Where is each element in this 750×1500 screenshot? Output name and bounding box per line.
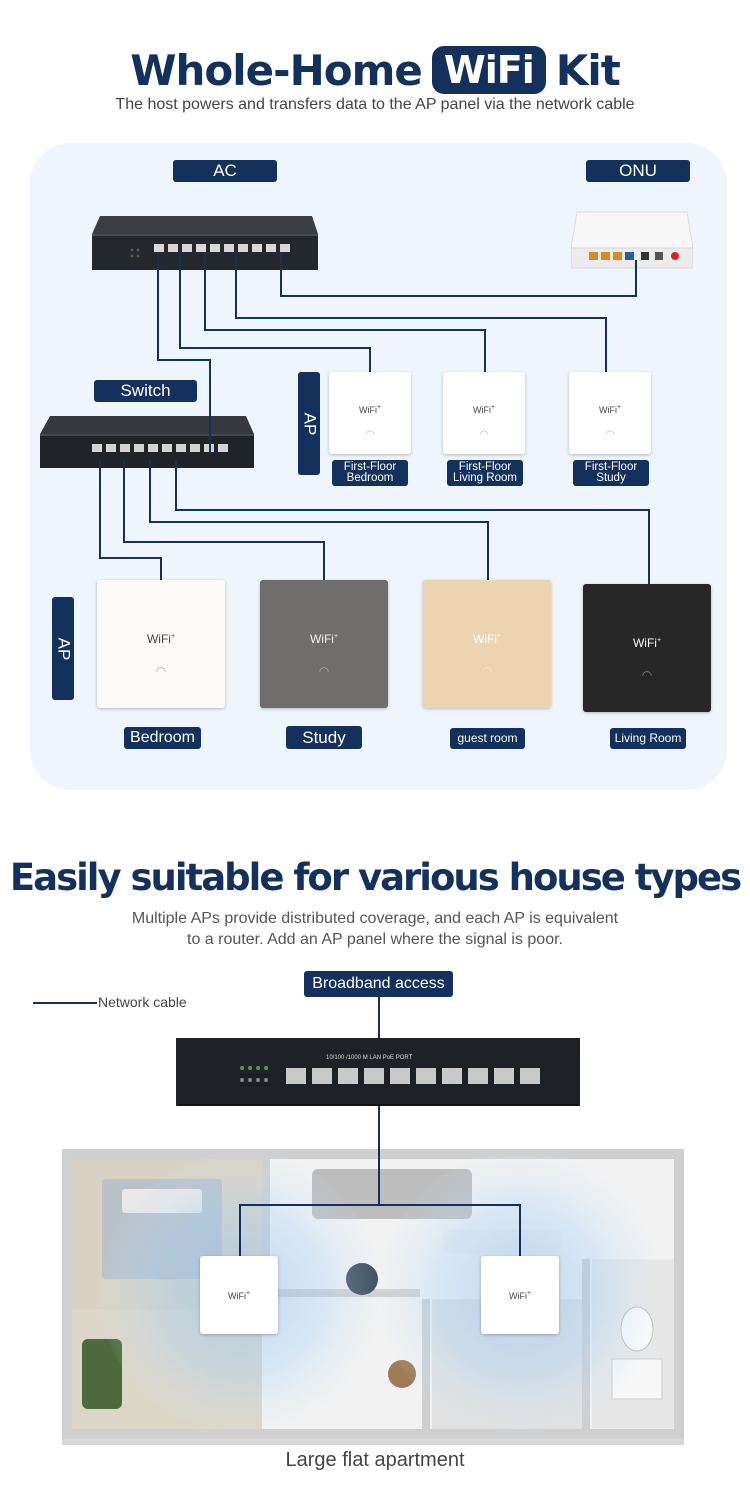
ap-tag-first-floor: AP [298,372,320,475]
wifi-logo: WiFi+ [598,404,622,415]
router-port-label: 10/100 /1000 M LAN PoE PORT [326,1055,413,1061]
wifi-logo: WiFi+ [146,632,176,646]
label-study: Study [286,726,362,749]
network-cable-legend-line [33,1002,97,1004]
title-part-1: Whole-Home [130,45,423,95]
wifi-logo: WiFi+ [508,1290,532,1301]
floorplan-ap-panel-left: WiFi+ [200,1256,278,1334]
apartment-floorplan [62,1149,684,1445]
label-guest-room: guest room [450,728,525,749]
onu-tag: ONU [586,160,690,182]
wifi-logo: WiFi+ [632,636,662,650]
ac-tag: AC [173,160,277,182]
hero-title: Whole-Home WiFi Kit [0,40,750,100]
ap-panel-bedroom-white: WiFi+ ◠ [97,580,225,708]
section-2-subtitle-line-1: Multiple APs provide distributed coverag… [131,910,619,927]
floorplan-caption: Large flat apartment [285,1449,465,1471]
poe-router-image: 10/100 /1000 M LAN PoE PORT [176,1038,580,1106]
wifi-logo: WiFi+ [309,632,339,646]
ap-panel-first-floor-bedroom: WiFi+ ◠ [329,372,411,454]
label-bedroom: Bedroom [124,727,201,749]
switch-image [40,416,254,468]
ap-panel-first-floor-study: WiFi+ ◠ [569,372,651,454]
wifi-icon: ◠ [605,429,615,440]
ac-controller-image [92,216,318,270]
network-cable-legend-text: Network cable [98,994,187,1010]
wifi-icon: ◠ [479,429,489,440]
wifi-logo: WiFi+ [358,404,382,415]
wifi-icon: ◠ [481,664,493,678]
wifi-icon: ◠ [155,664,167,678]
wifi-icon: ◠ [365,429,375,440]
ap-panel-guest-room-gold: WiFi+ ◠ [423,580,551,708]
onu-image [571,211,693,269]
label-living-room: Living Room [610,728,686,749]
section-2-title: Easily suitable for various house types [9,856,742,899]
section-2-subtitle-line-2: to a router. Add an AP panel where the s… [187,931,563,948]
wifi-icon: ◠ [318,664,330,678]
ap-panel-living-room-black: WiFi+ ◠ [583,584,711,712]
switch-tag: Switch [94,380,197,402]
floorplan-ap-panel-right: WiFi+ [481,1256,559,1334]
title-part-2: Kit [555,45,621,95]
wifi-logo: WiFi+ [227,1290,251,1301]
wifi-icon: ◠ [641,668,653,682]
ap-tag-rooms: AP [52,597,74,700]
title-wifi-badge: WiFi [431,46,546,94]
hero-subtitle: The host powers and transfers data to th… [115,96,635,113]
ap-panel-study-grey: WiFi+ ◠ [260,580,388,708]
wifi-logo: WiFi+ [472,632,502,646]
ap-panel-first-floor-living-room: WiFi+ ◠ [443,372,525,454]
broadband-access-tag: Broadband access [304,971,453,997]
wifi-logo: WiFi+ [472,404,496,415]
